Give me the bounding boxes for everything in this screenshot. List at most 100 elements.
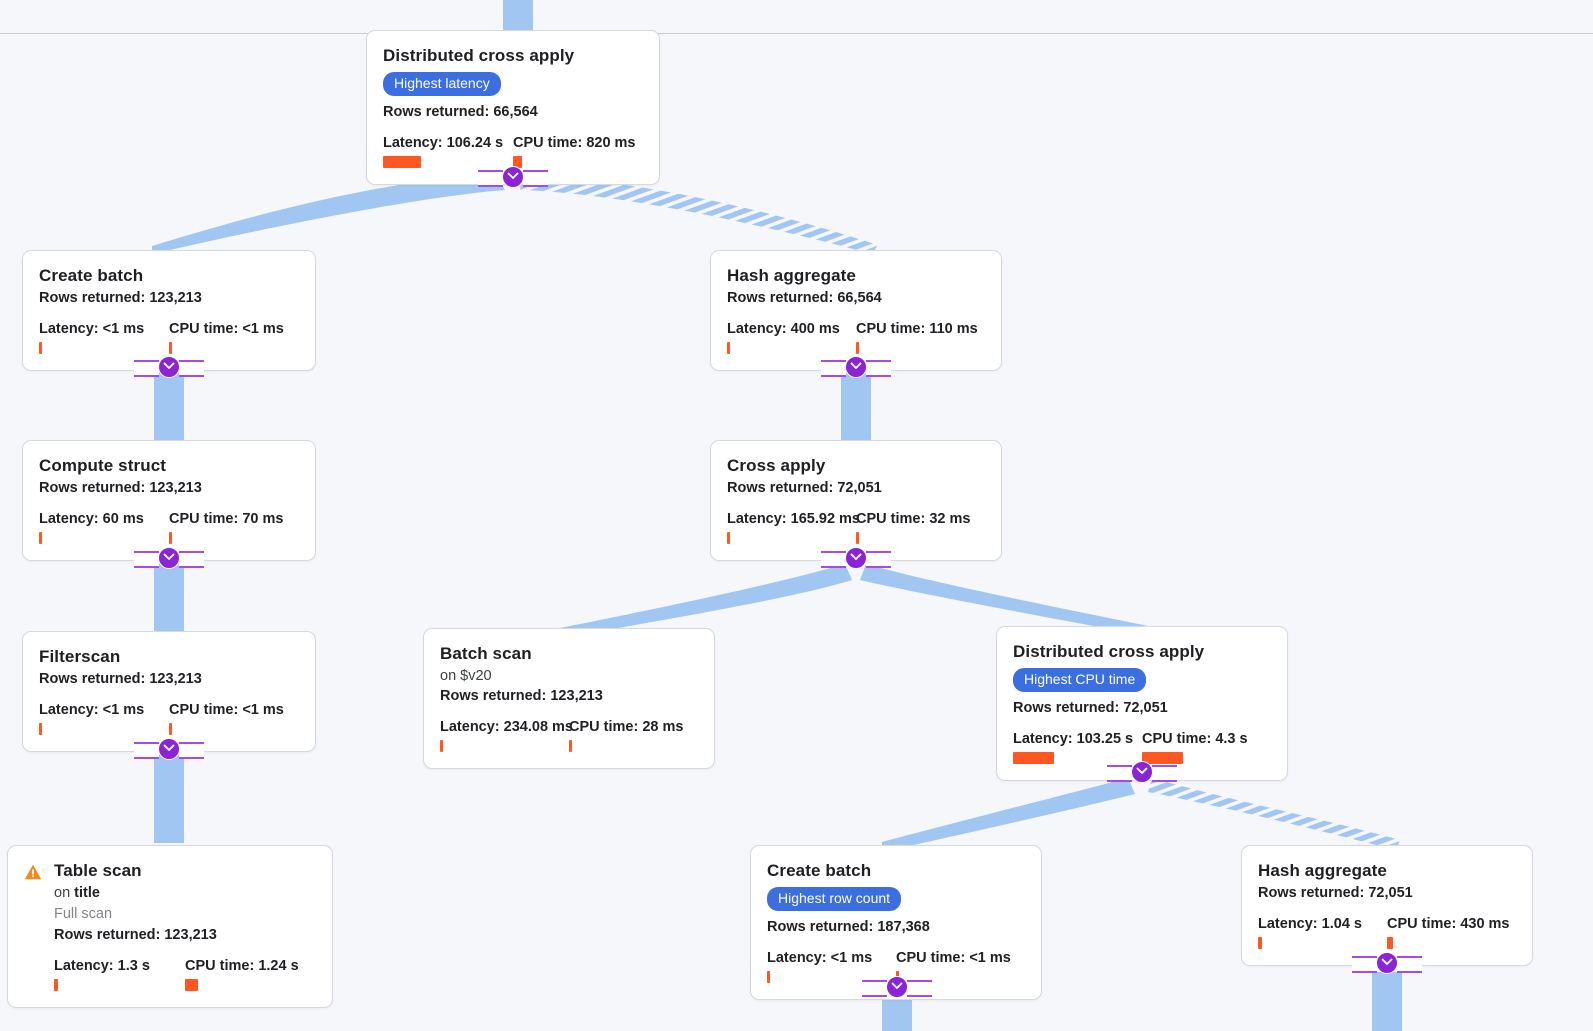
metric-latency: Latency: 234.08 ms xyxy=(440,718,573,752)
rows-returned: Rows returned: 123,213 xyxy=(39,480,202,496)
toggle-rail-right xyxy=(1397,956,1422,973)
cpu-label: CPU time: 430 ms xyxy=(1387,916,1510,932)
latency-label: Latency: 106.24 s xyxy=(383,135,504,151)
toggle-rail-left xyxy=(821,551,846,568)
latency-bar xyxy=(54,979,58,991)
node-subject-target: title xyxy=(74,885,100,901)
node-scan-type: Full scan xyxy=(54,906,113,922)
chevron-down-icon[interactable] xyxy=(158,547,180,569)
metric-latency: Latency: 165.92 ms xyxy=(727,510,860,544)
metric-latency: Latency: 1.3 s xyxy=(54,957,185,991)
metric-cpu: CPU time: <1 ms xyxy=(169,320,299,354)
collapse-toggle-distributed-cross-apply-root[interactable] xyxy=(478,166,548,188)
chevron-down-icon[interactable] xyxy=(1376,952,1398,974)
plan-node-cross-apply[interactable]: Cross apply Rows returned: 72,051 Latenc… xyxy=(710,440,1002,561)
edge-dca-to-hash-aggregate-bottom xyxy=(1148,778,1400,850)
chevron-down-icon[interactable] xyxy=(845,356,867,378)
chevron-down-icon[interactable] xyxy=(845,547,867,569)
cpu-label: CPU time: <1 ms xyxy=(169,702,284,718)
metric-cpu: CPU time: 820 ms xyxy=(513,134,643,168)
cpu-bar xyxy=(169,342,172,354)
plan-node-filterscan[interactable]: Filterscan Rows returned: 123,213 Latenc… xyxy=(22,631,316,752)
edge-compute-struct-to-filterscan xyxy=(154,557,184,639)
edge-root-to-create-batch xyxy=(152,176,505,254)
cpu-label: CPU time: 110 ms xyxy=(856,321,978,337)
plan-node-create-batch-left[interactable]: Create batch Rows returned: 123,213 Late… xyxy=(22,250,316,371)
collapse-toggle-hash-aggregate-bottom[interactable] xyxy=(1352,952,1422,974)
chevron-down-icon[interactable] xyxy=(158,738,180,760)
node-title: Batch scan xyxy=(440,644,532,663)
latency-label: Latency: 103.25 s xyxy=(1013,731,1134,747)
cpu-bar xyxy=(185,979,198,991)
metric-cpu: CPU time: 4.3 s xyxy=(1142,730,1271,764)
chevron-down-icon[interactable] xyxy=(886,976,908,998)
toggle-rail-left xyxy=(821,360,846,377)
plan-node-hash-aggregate-bottom[interactable]: Hash aggregate Rows returned: 72,051 Lat… xyxy=(1241,845,1533,966)
node-metrics: Latency: <1 ms CPU time: <1 ms xyxy=(39,320,299,354)
metric-latency: Latency: <1 ms xyxy=(767,949,896,983)
cpu-bar xyxy=(569,740,572,752)
node-metrics: Latency: 1.04 s CPU time: 430 ms xyxy=(1258,915,1516,949)
node-title: Compute struct xyxy=(39,456,167,475)
latency-bar xyxy=(440,740,443,752)
toggle-rail-left xyxy=(134,742,159,759)
cpu-bar xyxy=(169,723,172,735)
latency-bar xyxy=(39,723,42,735)
cpu-label: CPU time: 1.24 s xyxy=(185,958,299,974)
collapse-toggle-create-batch-left[interactable] xyxy=(134,356,204,378)
node-title: Create batch xyxy=(767,861,872,880)
node-title: Create batch xyxy=(39,266,144,285)
edge-create-batch-to-compute-struct xyxy=(154,366,184,448)
toggle-rail-left xyxy=(134,360,159,377)
toggle-rail-left xyxy=(478,170,503,187)
panel-top-divider xyxy=(0,33,1593,34)
edge-filterscan-to-table-scan xyxy=(154,748,184,843)
chevron-down-icon[interactable] xyxy=(1131,761,1153,783)
plan-node-create-batch-bottom[interactable]: Create batch Highest row count Rows retu… xyxy=(750,845,1042,1000)
node-subject: on $v20 xyxy=(440,668,492,684)
plan-node-compute-struct[interactable]: Compute struct Rows returned: 123,213 La… xyxy=(22,440,316,561)
latency-bar xyxy=(1013,752,1054,764)
rows-returned: Rows returned: 72,051 xyxy=(1258,885,1413,901)
cpu-label: CPU time: 28 ms xyxy=(569,719,684,735)
collapse-toggle-compute-struct[interactable] xyxy=(134,547,204,569)
latency-bar xyxy=(383,156,421,168)
edge-root-to-hash-aggregate xyxy=(520,176,878,254)
latency-bar xyxy=(1258,937,1262,949)
rows-returned: Rows returned: 187,368 xyxy=(767,919,930,935)
latency-bar xyxy=(727,532,730,544)
node-title: Cross apply xyxy=(727,456,826,475)
chevron-down-icon[interactable] xyxy=(158,356,180,378)
cpu-bar xyxy=(1387,937,1393,949)
plan-node-hash-aggregate-mid[interactable]: Hash aggregate Rows returned: 66,564 Lat… xyxy=(710,250,1002,371)
cpu-label: CPU time: <1 ms xyxy=(896,950,1011,966)
collapse-toggle-filterscan[interactable] xyxy=(134,738,204,760)
cpu-bar xyxy=(513,156,522,168)
cpu-bar xyxy=(1142,752,1183,764)
plan-node-table-scan[interactable]: Table scan on title Full scan Rows retur… xyxy=(7,845,333,1008)
latency-label: Latency: 60 ms xyxy=(39,511,144,527)
plan-node-distributed-cross-apply-cpu[interactable]: Distributed cross apply Highest CPU time… xyxy=(996,626,1288,781)
plan-node-distributed-cross-apply-root[interactable]: Distributed cross apply Highest latency … xyxy=(366,30,660,185)
collapse-toggle-cross-apply[interactable] xyxy=(821,547,891,569)
latency-label: Latency: 1.04 s xyxy=(1258,916,1362,932)
chevron-down-icon[interactable] xyxy=(502,166,524,188)
metric-latency: Latency: <1 ms xyxy=(39,701,169,735)
collapse-toggle-create-batch-bottom[interactable] xyxy=(862,976,932,998)
plan-node-batch-scan[interactable]: Batch scan on $v20 Rows returned: 123,21… xyxy=(423,628,715,769)
status-badge-highest-row-count: Highest row count xyxy=(767,887,902,911)
latency-bar xyxy=(39,532,42,544)
toggle-rail-right xyxy=(179,551,204,568)
toggle-rail-left xyxy=(134,551,159,568)
rows-returned: Rows returned: 72,051 xyxy=(727,480,882,496)
toggle-rail-left xyxy=(862,980,887,997)
collapse-toggle-distributed-cross-apply-cpu[interactable] xyxy=(1107,761,1177,783)
metric-latency: Latency: <1 ms xyxy=(39,320,169,354)
cpu-bar xyxy=(856,532,859,544)
collapse-toggle-hash-aggregate-mid[interactable] xyxy=(821,356,891,378)
latency-label: Latency: <1 ms xyxy=(39,321,145,337)
node-title: Hash aggregate xyxy=(727,266,856,285)
toggle-rail-right xyxy=(866,360,891,377)
latency-label: Latency: <1 ms xyxy=(39,702,145,718)
